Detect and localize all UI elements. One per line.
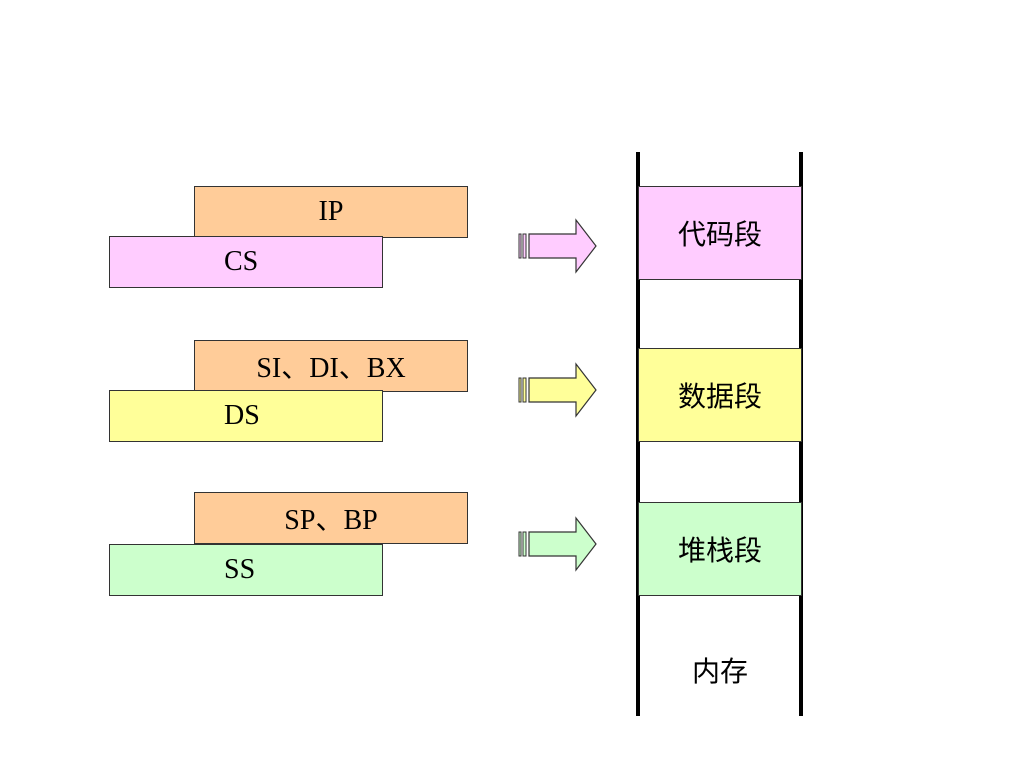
segment-register-label: CS: [224, 246, 259, 277]
code-segment-label: 代码段: [677, 218, 762, 251]
data-segment-label: 数据段: [677, 380, 762, 413]
offset-register-label: SI、DI、BX: [256, 353, 406, 384]
memory-label-text: 内存: [691, 655, 748, 688]
segment-register-label: SS: [224, 554, 256, 585]
offset-register-label: SP、BP: [284, 505, 378, 536]
stack-segment: 堆栈段: [638, 502, 802, 596]
offset-register-sp-bp: SP、BP: [194, 492, 468, 544]
segment-register-label: DS: [224, 400, 260, 431]
offset-register-ip: IP: [194, 186, 468, 238]
stack-segment-label: 堆栈段: [677, 534, 762, 567]
segment-register-ss: SS: [109, 544, 383, 596]
arrow-icon: [518, 516, 597, 572]
data-segment: 数据段: [638, 348, 802, 442]
arrow-icon: [518, 362, 597, 418]
offset-register-si-di-bx: SI、DI、BX: [194, 340, 468, 392]
arrow-icon: [518, 218, 597, 274]
code-segment: 代码段: [638, 186, 802, 280]
memory-label: 内存: [638, 645, 802, 695]
offset-register-label: IP: [318, 196, 344, 227]
segment-register-ds: DS: [109, 390, 383, 442]
segment-register-cs: CS: [109, 236, 383, 288]
